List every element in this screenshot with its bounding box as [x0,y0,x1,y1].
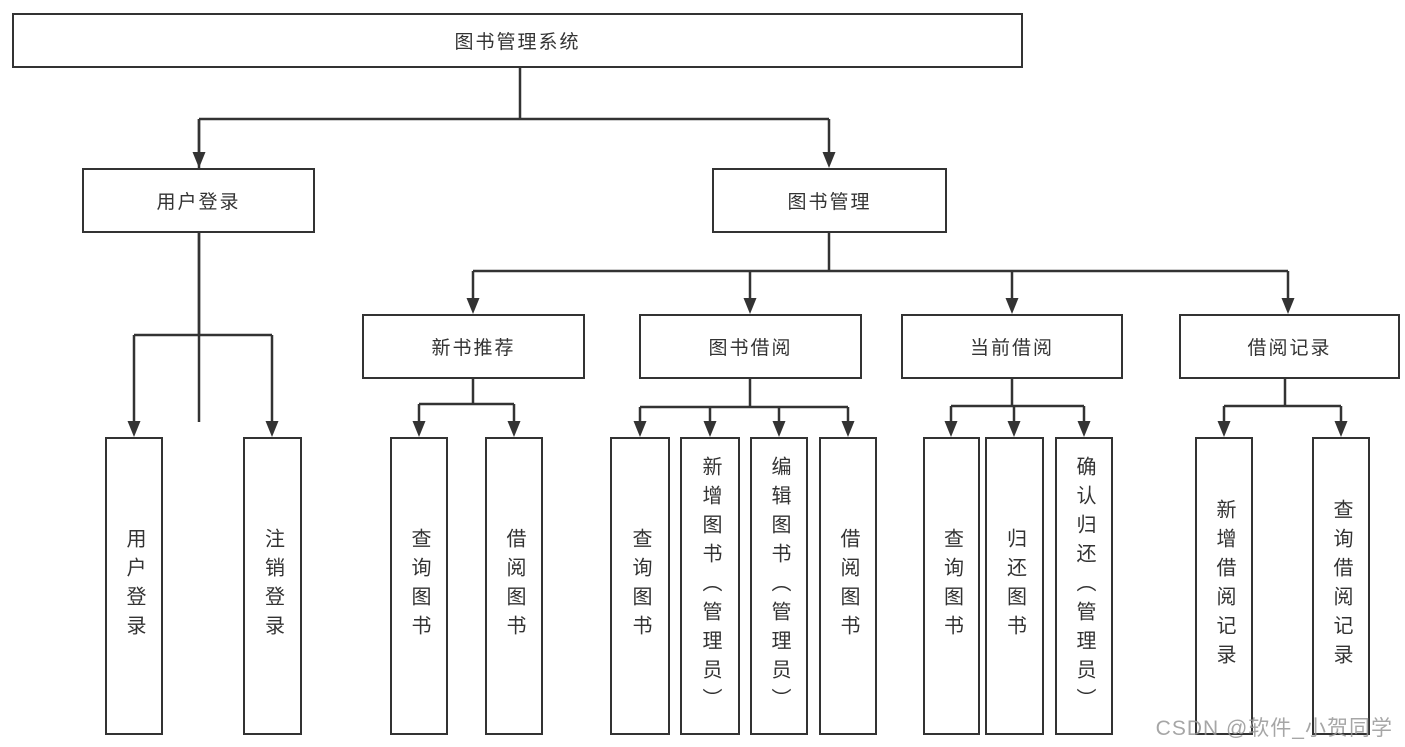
arrowhead-icon [192,152,206,168]
arrowhead-icon [841,421,855,437]
node-user-login: 用户登录 [82,168,315,233]
watermark-text: CSDN @软件_小贺同学 [1155,717,1393,740]
arrowhead-icon [822,152,836,168]
leaf-logout: 注销登录 [243,437,302,735]
leaf-recommend-borrow-book: 借阅图书 [485,437,543,735]
arrowhead-icon [633,421,647,437]
arrowhead-icon [1217,421,1231,437]
leaf-borrow-edit-book-admin: 编辑图书（管理员） [750,437,808,735]
arrowhead-icon [1077,421,1091,437]
arrowhead-icon [743,298,757,314]
node-borrow-record: 借阅记录 [1179,314,1400,379]
leaf-borrow-query-book: 查询图书 [610,437,670,735]
arrowhead-icon [1005,298,1019,314]
leaf-recommend-query-book: 查询图书 [390,437,448,735]
arrowhead-icon [1281,298,1295,314]
leaf-borrow-borrow-book: 借阅图书 [819,437,877,735]
node-book-management: 图书管理 [712,168,947,233]
node-current-borrow: 当前借阅 [901,314,1123,379]
arrowhead-icon [507,421,521,437]
arrowhead-icon [265,421,279,437]
node-root: 图书管理系统 [12,13,1023,68]
leaf-record-add-record: 新增借阅记录 [1195,437,1253,735]
arrowhead-icon [127,421,141,437]
arrowheads [127,152,1348,437]
arrowhead-icon [772,421,786,437]
arrowhead-icon [944,421,958,437]
node-book-borrow: 图书借阅 [639,314,862,379]
arrowhead-icon [466,298,480,314]
arrowhead-icon [703,421,717,437]
node-new-book-recommend: 新书推荐 [362,314,585,379]
leaf-record-query-record: 查询借阅记录 [1312,437,1370,735]
leaf-current-return-book: 归还图书 [985,437,1044,735]
arrowhead-icon [412,421,426,437]
leaf-current-query-book: 查询图书 [923,437,980,735]
arrowhead-icon [1007,421,1021,437]
leaf-borrow-add-book-admin: 新增图书（管理员） [680,437,740,735]
leaf-current-confirm-return-admin: 确认归还（管理员） [1055,437,1113,735]
arrowhead-icon [1334,421,1348,437]
leaf-user-login: 用户登录 [105,437,163,735]
